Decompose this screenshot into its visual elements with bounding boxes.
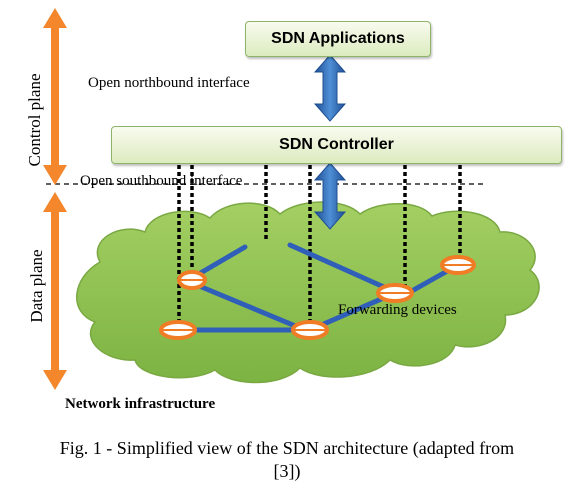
control-links [177, 165, 462, 325]
figure-caption-line2: [3]) [273, 461, 301, 481]
northbound-arrow [313, 54, 347, 122]
network-link [189, 280, 308, 333]
sdn-applications-label: SDN Applications [271, 30, 405, 47]
sdn-controller-label: SDN Controller [279, 136, 394, 153]
figure-caption-line1: Fig. 1 - Simplified view of the SDN arch… [59, 438, 515, 458]
forwarding-device [159, 320, 197, 340]
forwarding-device [376, 283, 414, 303]
control-plane-arrow [43, 8, 67, 185]
network-link [287, 242, 398, 295]
forwarding-device [440, 255, 476, 275]
control-plane-label: Control plane [25, 73, 44, 167]
sdn-controller-box: SDN Controller [111, 126, 562, 164]
forwarding-device [291, 320, 329, 340]
sdn-applications-box: SDN Applications [245, 21, 431, 57]
data-plane-label: Data plane [27, 249, 46, 323]
network-infrastructure-label: Network infrastructure [65, 396, 216, 412]
forwarding-device [177, 270, 207, 290]
forwarding-devices-label: Forwarding devices [338, 302, 457, 318]
southbound-arrow [313, 162, 347, 230]
northbound-interface-label: Open northbound interface [88, 75, 250, 91]
network-cloud [76, 201, 540, 384]
forwarding-devices [159, 255, 476, 340]
southbound-interface-label: Open southbound interface [80, 173, 243, 189]
data-plane-arrow [43, 192, 67, 390]
